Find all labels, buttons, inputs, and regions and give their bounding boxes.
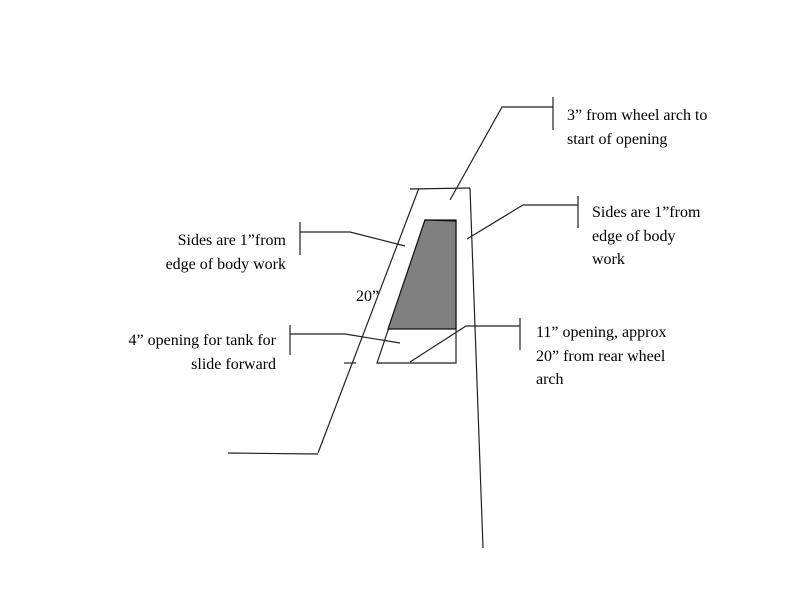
body-top-edge — [409, 187, 471, 190]
label-right-sides: Sides are 1”from edge of body work — [592, 201, 700, 272]
label-line: arch — [536, 371, 564, 388]
label-line: work — [592, 251, 625, 268]
callout-left-sides — [300, 231, 406, 247]
label-line: 4” opening for tank for — [128, 332, 276, 349]
label-line: Sides are 1”from — [177, 232, 286, 249]
label-line: Sides are 1”from — [592, 204, 701, 221]
body-left-edge — [317, 187, 420, 454]
label-bottom-opening: 11” opening, approx 20” from rear wheel … — [536, 321, 666, 392]
label-line: slide forward — [191, 355, 276, 373]
label-top-callout: 3” from wheel arch to start of opening — [567, 104, 707, 151]
label-height: 20” — [356, 288, 380, 305]
label-tank-opening: 4” opening for tank for slide forward — [128, 329, 276, 376]
label-left-sides: Sides are 1”from edge of body work — [166, 229, 286, 276]
callout-tank — [290, 333, 401, 344]
label-line: edge of body — [592, 227, 676, 245]
label-line: 20” from rear wheel — [536, 347, 666, 365]
bottom-left-line — [227, 452, 319, 455]
label-line: 11” opening, approx — [536, 324, 667, 341]
callout-top — [449, 106, 553, 201]
tank-opening-shaded — [387, 219, 457, 330]
callout-right-sides — [466, 204, 578, 240]
label-line: start of opening — [567, 130, 668, 148]
label-line: edge of body work — [165, 255, 286, 273]
label-line: 3” from wheel arch to — [567, 107, 708, 124]
body-right-edge — [469, 187, 484, 549]
callout-bottom — [409, 325, 520, 363]
